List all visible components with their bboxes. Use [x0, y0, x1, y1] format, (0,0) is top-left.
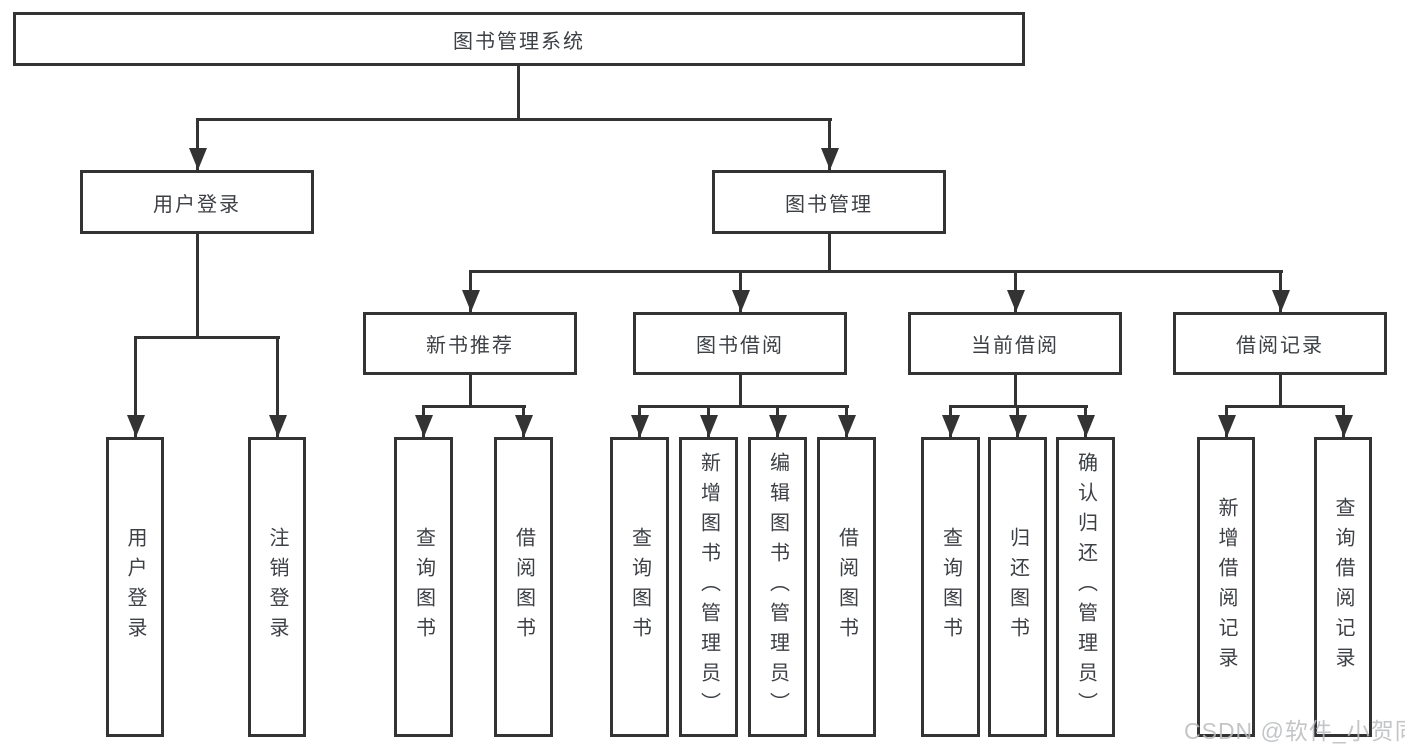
leaf-current-confirm-return: 确认归还（管理员） [1056, 437, 1115, 737]
leaf-current-return-books-label: 归还图书 [1006, 527, 1029, 647]
leaf-borrow-add-books: 新增图书（管理员） [679, 437, 738, 737]
connector-arrow-book-borrow [731, 270, 750, 312]
leaf-borrow-borrow-books: 借阅图书 [817, 437, 876, 737]
leaf-rec-borrow-books: 借阅图书 [494, 437, 553, 737]
node-book-mgmt-label: 图书管理 [785, 193, 873, 216]
leaf-current-query-books-label: 查询图书 [939, 527, 962, 647]
leaf-records-query-record: 查询借阅记录 [1314, 437, 1372, 737]
connector-arrow-current-query [941, 405, 960, 437]
leaf-records-add-record: 新增借阅记录 [1197, 437, 1255, 737]
leaf-records-query-record-label: 查询借阅记录 [1332, 497, 1354, 677]
node-current-borrow: 当前借阅 [908, 312, 1122, 375]
connector-arrow-borrow-borrow [837, 405, 856, 437]
connector-arrow-login-leaf [126, 336, 145, 437]
connector-root-split [196, 118, 832, 121]
leaf-user-login: 用户登录 [106, 437, 164, 737]
connector-mgmt-split [469, 270, 1283, 273]
connector-arrow-current-borrow [1006, 270, 1025, 312]
leaf-borrow-edit-books-label: 编辑图书（管理员） [766, 452, 789, 722]
connector-arrow-borrow-edit [768, 405, 787, 437]
connector-arrow-current-confirm [1076, 405, 1095, 437]
leaf-current-confirm-return-label: 确认归还（管理员） [1074, 452, 1097, 722]
node-book-mgmt: 图书管理 [712, 170, 946, 234]
leaf-borrow-query-books-label: 查询图书 [628, 527, 651, 647]
node-new-book-rec-label: 新书推荐 [426, 335, 514, 357]
leaf-rec-borrow-books-label: 借阅图书 [512, 527, 535, 647]
connector-borrow-stem [739, 375, 742, 407]
connector-borrow-split [638, 405, 849, 408]
connector-root-stem [517, 66, 520, 120]
node-user-login-label: 用户登录 [153, 193, 241, 216]
connector-arrow-records-add [1217, 405, 1236, 437]
leaf-rec-query-books: 查询图书 [394, 437, 453, 737]
connector-rec-stem [469, 375, 472, 407]
node-new-book-rec: 新书推荐 [363, 312, 577, 375]
connector-arrow-user-login [188, 118, 207, 170]
node-library-system: 图书管理系统 [13, 12, 1025, 66]
connector-arrow-current-return [1008, 405, 1027, 437]
node-user-login: 用户登录 [80, 170, 314, 234]
leaf-current-query-books: 查询图书 [921, 437, 980, 737]
node-borrow-records-label: 借阅记录 [1236, 335, 1324, 357]
leaf-logout: 注销登录 [248, 437, 306, 737]
connector-current-stem [1014, 375, 1017, 407]
connector-arrow-records-query [1334, 405, 1353, 437]
connector-arrow-rec-borrow [514, 405, 533, 437]
connector-records-split [1225, 405, 1345, 408]
connector-arrow-logout-leaf [268, 336, 287, 437]
leaf-rec-query-books-label: 查询图书 [412, 527, 435, 647]
node-borrow-records: 借阅记录 [1173, 312, 1387, 375]
connector-login-split [134, 336, 280, 339]
leaf-borrow-add-books-label: 新增图书（管理员） [697, 452, 720, 722]
connector-arrow-borrow-records [1271, 270, 1290, 312]
connector-arrow-borrow-query [630, 405, 649, 437]
leaf-current-return-books: 归还图书 [988, 437, 1047, 737]
leaf-borrow-borrow-books-label: 借阅图书 [835, 527, 858, 647]
node-book-borrow-label: 图书借阅 [696, 335, 784, 357]
node-library-system-label: 图书管理系统 [453, 30, 585, 53]
connector-arrow-new-book-rec [461, 270, 480, 312]
connector-login-stem [196, 234, 199, 338]
csdn-watermark: CSDN @软件_小贺同学 [1184, 718, 1405, 744]
connector-records-stem [1279, 375, 1282, 407]
connector-arrow-book-mgmt [820, 118, 839, 170]
connector-mgmt-stem [828, 234, 831, 272]
leaf-records-add-record-label: 新增借阅记录 [1215, 497, 1237, 677]
leaf-borrow-query-books: 查询图书 [610, 437, 669, 737]
leaf-user-login-label: 用户登录 [124, 527, 146, 647]
node-current-borrow-label: 当前借阅 [971, 335, 1059, 357]
connector-arrow-rec-query [414, 405, 433, 437]
connector-arrow-borrow-add [699, 405, 718, 437]
node-book-borrow: 图书借阅 [633, 312, 847, 375]
leaf-logout-label: 注销登录 [266, 527, 288, 647]
leaf-borrow-edit-books: 编辑图书（管理员） [748, 437, 807, 737]
connector-rec-split [422, 405, 526, 408]
